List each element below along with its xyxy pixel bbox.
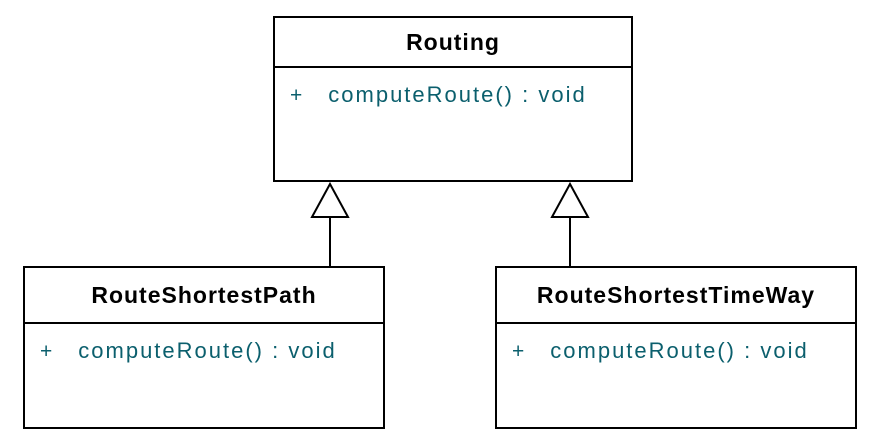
generalization-arrow-left [310,181,350,267]
visibility-public-sign: + [512,340,527,363]
generalization-arrow-right [550,181,590,267]
method-signature: computeRoute() : void [550,338,809,363]
method-row-compute-route: + computeRoute() : void [512,337,843,366]
method-signature: computeRoute() : void [78,338,337,363]
class-title-route-shortest-time-way: RouteShortestTimeWay [497,268,855,324]
visibility-public-sign: + [40,340,55,363]
class-title-route-shortest-path: RouteShortestPath [25,268,383,324]
class-members-route-shortest-time-way: + computeRoute() : void [497,324,855,366]
class-box-route-shortest-time-way: RouteShortestTimeWay + computeRoute() : … [495,266,857,429]
visibility-public-sign: + [290,84,305,107]
class-members-routing: + computeRoute() : void [275,68,631,110]
method-row-compute-route: + computeRoute() : void [290,81,619,110]
class-box-route-shortest-path: RouteShortestPath + computeRoute() : voi… [23,266,385,429]
class-title-routing: Routing [275,18,631,68]
class-members-route-shortest-path: + computeRoute() : void [25,324,383,366]
hollow-triangle-arrowhead-icon [310,181,350,218]
method-signature: computeRoute() : void [328,82,587,107]
class-box-routing: Routing + computeRoute() : void [273,16,633,182]
method-row-compute-route: + computeRoute() : void [40,337,371,366]
hollow-triangle-arrowhead-icon [550,181,590,218]
